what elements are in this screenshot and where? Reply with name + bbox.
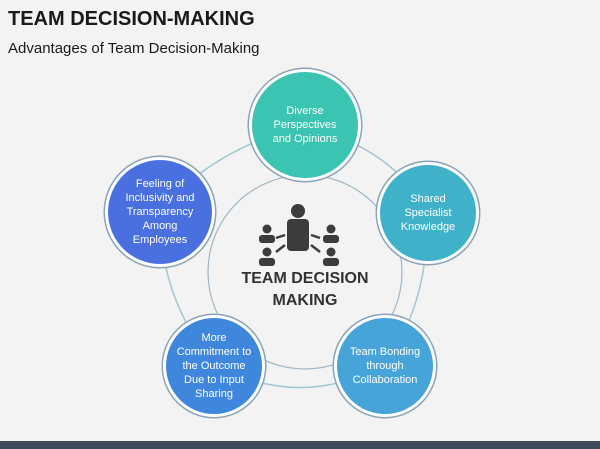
page-title: TEAM DECISION-MAKING	[8, 8, 255, 30]
footer-bar	[0, 441, 600, 449]
node-shared-knowledge: Shared Specialist Knowledge	[380, 165, 476, 261]
node-text: Team Bonding through Collaboration	[349, 346, 421, 386]
node-diverse-perspectives: Diverse Perspectives and Opinions	[252, 72, 358, 178]
team-leader-icon	[259, 204, 339, 266]
node-text: Diverse Perspectives and Opinions	[272, 105, 338, 145]
node-inclusivity: Feeling of Inclusivity and Transparency …	[108, 160, 212, 264]
page-subtitle: Advantages of Team Decision-Making	[8, 40, 260, 57]
node-more-commitment: More Commitment to the Outcome Due to In…	[166, 318, 262, 414]
center-label: TEAM DECISION MAKING	[241, 270, 369, 309]
node-team-bonding: Team Bonding through Collaboration	[337, 318, 433, 414]
node-text: More Commitment to the Outcome Due to In…	[176, 332, 252, 400]
node-text: Shared Specialist Knowledge	[400, 193, 456, 233]
node-text: Feeling of Inclusivity and Transparency …	[125, 178, 195, 246]
